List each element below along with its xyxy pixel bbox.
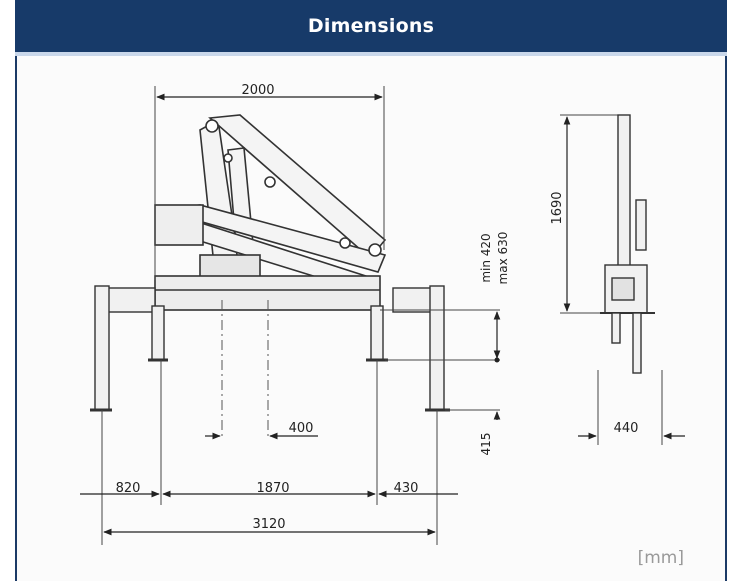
outrigger-legs xyxy=(90,285,450,412)
unit-label: [mm] xyxy=(638,548,684,568)
dim-height-main: 1690 xyxy=(550,191,565,224)
dim-left: 820 xyxy=(116,481,141,496)
dim-side-width: 440 xyxy=(614,421,639,436)
technical-drawing: 2000 min 420 max 630 415 400 820 1870 43… xyxy=(17,56,725,581)
card-frame xyxy=(15,0,727,581)
card-header: Dimensions xyxy=(15,0,727,56)
crane-boom xyxy=(154,114,387,311)
dimension-lines xyxy=(80,93,685,536)
dim-min-height: min 420 xyxy=(479,233,493,282)
dim-right: 430 xyxy=(394,481,419,496)
outrigger-beams xyxy=(104,287,444,313)
dim-total: 3120 xyxy=(252,517,285,532)
dim-offset: 400 xyxy=(289,421,314,436)
dim-drop: 415 xyxy=(479,433,493,456)
center-lines xyxy=(221,300,269,438)
dim-middle: 1870 xyxy=(256,481,289,496)
crane-dimension-diagram: 2000 min 420 max 630 415 400 820 1870 43… xyxy=(80,83,685,568)
card-title: Dimensions xyxy=(307,15,435,37)
extension-lines xyxy=(101,86,663,545)
dim-max-height: max 630 xyxy=(496,232,510,285)
side-view-crane xyxy=(600,114,655,374)
dimension-dots xyxy=(494,357,500,363)
dim-top-width: 2000 xyxy=(241,83,274,98)
